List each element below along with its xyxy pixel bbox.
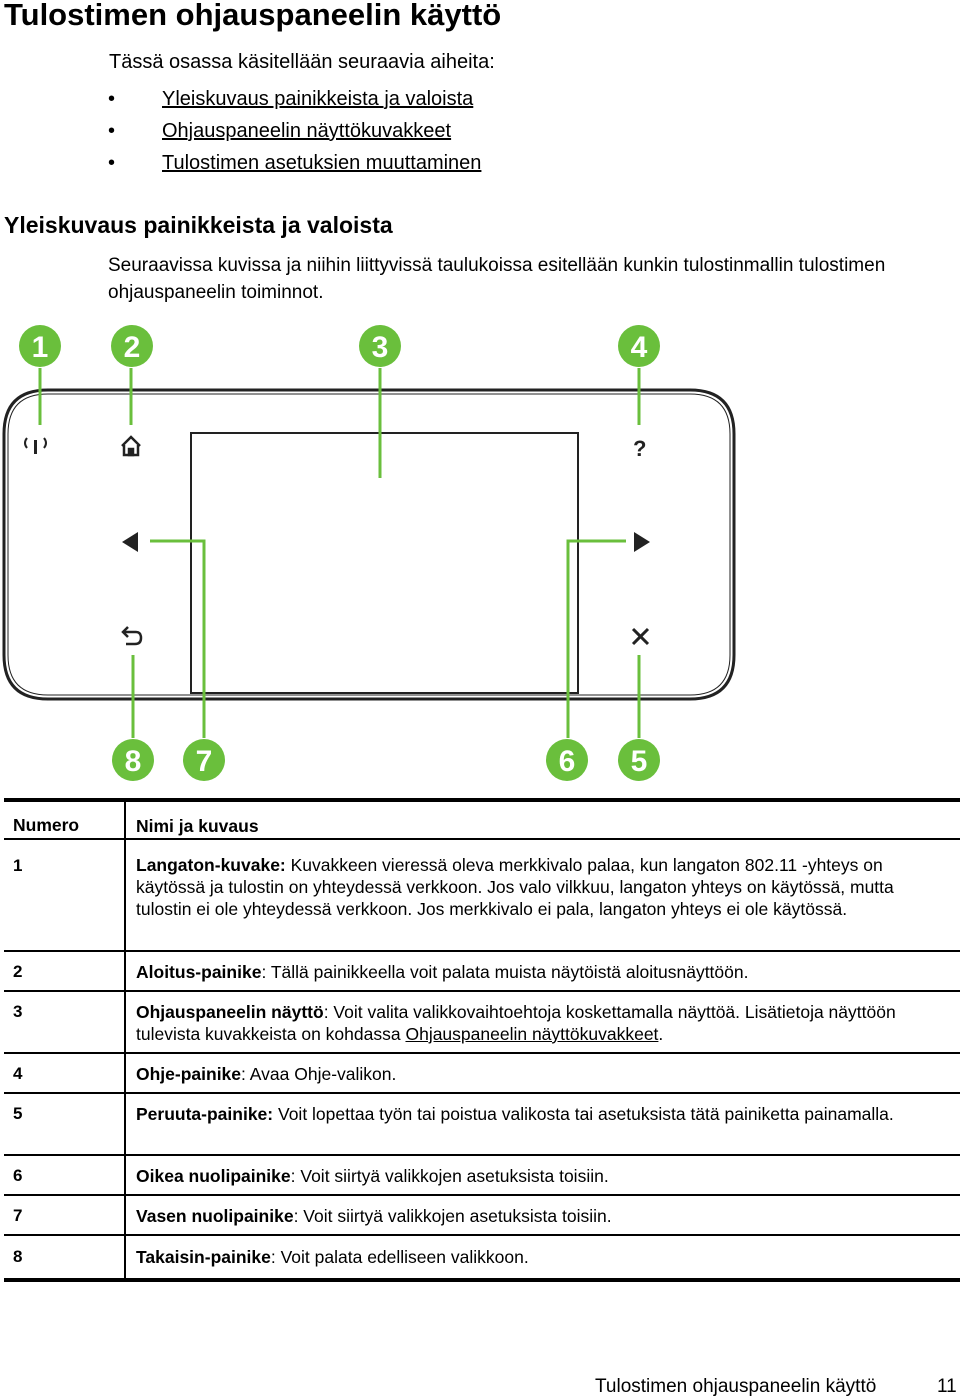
intro-text: Tässä osassa käsitellään seuraavia aihei…: [109, 51, 495, 73]
footer-page-number: 11: [937, 1376, 957, 1397]
row-number: 1: [13, 856, 23, 875]
header-name: Nimi ja kuvaus: [136, 816, 259, 836]
row-name: Aloitus-painike: [136, 962, 262, 982]
row-description: Takaisin-painike: Voit palata edelliseen…: [136, 1246, 952, 1268]
header-number: Numero: [13, 815, 80, 835]
row-text: : Tällä painikkeella voit palata muista …: [261, 962, 749, 982]
svg-text:2: 2: [124, 331, 141, 364]
table-row: 5 Peruuta-painike: Voit lopettaa työn ta…: [4, 1094, 960, 1156]
row-number: 4: [13, 1064, 23, 1083]
callout-5: 5: [618, 739, 660, 781]
description-table: Numero Nimi ja kuvaus 1 Langaton-kuvake:…: [4, 798, 960, 1282]
footer-title: Tulostimen ohjauspaneelin käyttö: [595, 1376, 877, 1397]
control-panel-diagram: ? 1 2 3 4 5 6: [2, 325, 736, 781]
row-description: Aloitus-painike: Tällä painikkeella voit…: [136, 961, 952, 983]
cancel-icon: [631, 627, 650, 646]
callout-1: 1: [19, 325, 61, 367]
row-text: : Avaa Ohje-valikon.: [241, 1064, 397, 1084]
row-description: Langaton-kuvake: Kuvakkeen vieressä olev…: [136, 854, 952, 920]
row-number: 7: [13, 1206, 23, 1225]
help-icon: ?: [633, 436, 646, 461]
svg-text:4: 4: [631, 331, 648, 364]
svg-text:5: 5: [631, 745, 648, 778]
home-icon: [121, 435, 141, 457]
row-description: Oikea nuolipainike: Voit siirtyä valikko…: [136, 1165, 952, 1187]
row-name: Oikea nuolipainike: [136, 1166, 291, 1186]
row-name: Takaisin-painike: [136, 1247, 271, 1267]
right-arrow-icon: [634, 532, 650, 552]
callout-2: 2: [111, 325, 153, 367]
svg-text:1: 1: [32, 331, 49, 364]
toc-link-display-icons[interactable]: Ohjauspaneelin näyttökuvakkeet: [162, 120, 452, 142]
bullet: •: [108, 120, 116, 142]
row-name: Ohje-painike: [136, 1064, 242, 1084]
row-text: : Voit palata edelliseen valikkoon.: [270, 1247, 529, 1267]
table-row: 6 Oikea nuolipainike: Voit siirtyä valik…: [4, 1156, 960, 1196]
row-text-end: .: [658, 1024, 664, 1044]
svg-text:6: 6: [559, 745, 576, 778]
row-description: Peruuta-painike: Voit lopettaa työn tai …: [136, 1103, 952, 1125]
table-header-row: Numero Nimi ja kuvaus: [4, 802, 960, 840]
row-text: : Voit siirtyä valikkojen asetuksista to…: [290, 1166, 609, 1186]
callout-4: 4: [618, 325, 660, 367]
row-number: 2: [13, 962, 23, 981]
row-name: Langaton-kuvake:: [136, 855, 286, 875]
section-heading: Yleiskuvaus painikkeista ja valoista: [4, 212, 393, 238]
table-top-rule: [4, 798, 960, 802]
table-row: 3 Ohjauspaneelin näyttö: Voit valita val…: [4, 992, 960, 1054]
row-text: Kuvakkeen vieressä oleva merkkivalo pala…: [136, 855, 894, 919]
row-name: Peruuta-painike:: [136, 1104, 274, 1124]
back-icon: [121, 626, 143, 646]
row-description: Vasen nuolipainike: Voit siirtyä valikko…: [136, 1205, 952, 1227]
row-number: 5: [13, 1104, 23, 1123]
toc-link-overview[interactable]: Yleiskuvaus painikkeista ja valoista: [162, 88, 474, 110]
callout-8: 8: [112, 739, 154, 781]
section-paragraph: Seuraavissa kuvissa ja niihin liittyviss…: [108, 255, 886, 303]
table-row: 7 Vasen nuolipainike: Voit siirtyä valik…: [4, 1196, 960, 1236]
table-row: 4 Ohje-painike: Avaa Ohje-valikon.: [4, 1054, 960, 1094]
row-name: Ohjauspaneelin näyttö: [136, 1002, 324, 1022]
row-text: Voit lopettaa työn tai poistua valikosta…: [273, 1104, 894, 1124]
svg-text:8: 8: [125, 745, 142, 778]
left-arrow-icon: [122, 532, 138, 552]
row-text: : Voit valita valikkovaihtoehtoja kosket…: [136, 1002, 896, 1044]
page-title: Tulostimen ohjauspaneelin käyttö: [4, 0, 502, 32]
display-icons-link[interactable]: Ohjauspaneelin näyttökuvakkeet: [405, 1024, 659, 1044]
bullet: •: [108, 88, 116, 110]
callout-7: 7: [183, 739, 225, 781]
table-bottom-rule: [4, 1278, 960, 1282]
table-row: 8 Takaisin-painike: Voit palata edellise…: [4, 1236, 960, 1278]
table-row: 2 Aloitus-painike: Tällä painikkeella vo…: [4, 952, 960, 992]
callout-3: 3: [359, 325, 401, 367]
row-description: Ohjauspaneelin näyttö: Voit valita valik…: [136, 1001, 952, 1045]
row-number: 6: [13, 1166, 23, 1185]
bullet: •: [108, 152, 116, 174]
svg-text:3: 3: [372, 331, 389, 364]
toc-link-change-settings[interactable]: Tulostimen asetuksien muuttaminen: [162, 152, 482, 174]
callout-6: 6: [546, 739, 588, 781]
svg-text:7: 7: [196, 745, 213, 778]
display-screen: [190, 432, 579, 694]
row-text: : Voit siirtyä valikkojen asetuksista to…: [293, 1206, 612, 1226]
row-description: Ohje-painike: Avaa Ohje-valikon.: [136, 1063, 952, 1085]
wireless-icon: [24, 437, 47, 454]
row-number: 3: [13, 1002, 23, 1021]
table-column-divider: [124, 798, 126, 1282]
panel-outline: [2, 388, 736, 701]
row-number: 8: [13, 1247, 23, 1266]
row-name: Vasen nuolipainike: [136, 1206, 294, 1226]
table-row: 1 Langaton-kuvake: Kuvakkeen vieressä ol…: [4, 840, 960, 952]
